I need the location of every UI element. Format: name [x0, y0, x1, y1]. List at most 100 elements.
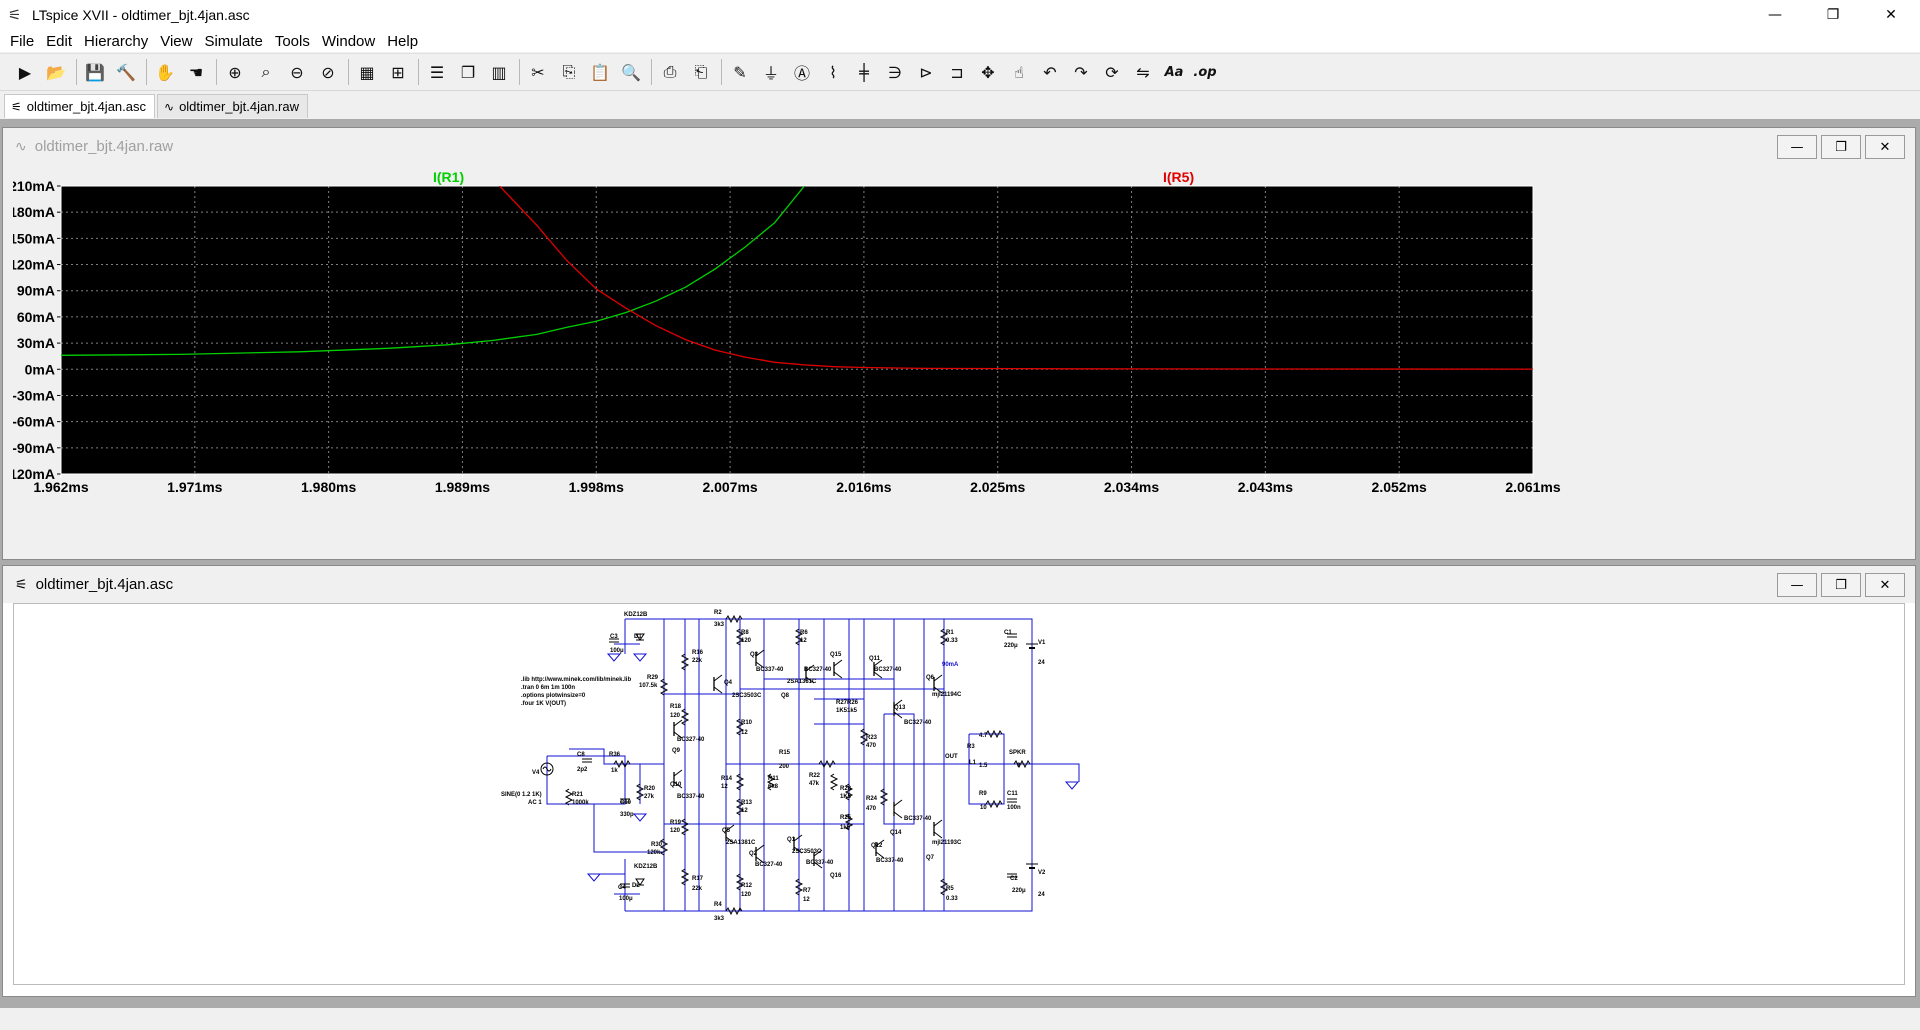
schematic-label[interactable]: R17	[692, 876, 704, 882]
schematic-label[interactable]: Q6	[926, 675, 935, 681]
schematic-label[interactable]: R22	[809, 773, 821, 779]
schematic-label[interactable]: Q10	[670, 782, 682, 788]
schematic-label[interactable]: R15	[779, 750, 791, 756]
schematic-label[interactable]: BC337-40	[904, 816, 932, 822]
schematic-label[interactable]: C10	[620, 800, 632, 806]
spice-directive[interactable]: .options plotwinsize=0	[521, 693, 586, 699]
schematic-label[interactable]: 12	[800, 638, 807, 644]
schematic-label[interactable]: 0.33	[946, 896, 958, 902]
schematic-label[interactable]: KDZ12B	[634, 864, 658, 870]
schematic-label[interactable]: 90mA	[942, 662, 959, 668]
redo-icon[interactable]: ↷	[1074, 62, 1088, 82]
schematic-label[interactable]: 1K5	[840, 794, 852, 800]
capacitor-icon[interactable]: ╪	[859, 62, 869, 82]
schematic-label[interactable]: 120	[670, 713, 681, 719]
schematic-restore-button[interactable]: ❐	[1821, 573, 1861, 597]
copy-icon[interactable]: ⎘	[562, 62, 576, 81]
schematic-label[interactable]: R21	[572, 792, 584, 798]
schematic-label[interactable]: R20	[644, 786, 656, 792]
schematic-label[interactable]: 10	[980, 805, 987, 811]
menu-edit[interactable]: Edit	[46, 32, 73, 50]
schematic-label[interactable]: R29	[647, 675, 659, 681]
schematic-label[interactable]: R2	[714, 610, 722, 616]
schematic-label[interactable]: 1000k	[572, 800, 589, 806]
waveform-close-button[interactable]: ✕	[1865, 135, 1905, 159]
schematic-label[interactable]: Q2	[749, 851, 758, 857]
schematic-label[interactable]: 2SA1381C	[726, 840, 756, 846]
open-icon[interactable]: 📂	[46, 62, 66, 82]
schematic-label[interactable]: 470	[866, 743, 877, 749]
schematic-label[interactable]: R4	[714, 902, 722, 908]
schematic-drawing[interactable]: .lib http://www.minek.com/lib/minek.lib.…	[14, 604, 1904, 984]
schematic-label[interactable]: C2	[1010, 876, 1018, 882]
schematic-label[interactable]: Q16	[830, 873, 842, 879]
save-icon[interactable]: 💾	[85, 62, 105, 82]
schematic-label[interactable]: V1	[1038, 640, 1046, 646]
source-label[interactable]: SINE(0 1.2 1K)	[501, 792, 542, 798]
schematic-label[interactable]: Q14	[890, 830, 902, 836]
spice-directive-icon[interactable]: .op	[1193, 64, 1217, 80]
schematic-label[interactable]: V2	[1038, 870, 1046, 876]
schematic-label[interactable]: Q13	[894, 705, 906, 711]
schematic-label[interactable]: Q3	[750, 652, 759, 658]
menu-help[interactable]: Help	[387, 32, 419, 50]
schematic-label[interactable]: R23	[866, 735, 878, 741]
spice-directive[interactable]: .four 1K V(OUT)	[521, 701, 566, 707]
zoom-out-icon[interactable]: ⊖	[290, 62, 304, 82]
menu-simulate[interactable]: Simulate	[204, 32, 263, 50]
schematic-label[interactable]: R12	[741, 883, 753, 889]
label-icon[interactable]: Ⓐ	[793, 64, 810, 83]
tile-h-icon[interactable]: ☰	[429, 62, 445, 82]
schematic-label[interactable]: BC327-40	[874, 667, 902, 673]
menu-file[interactable]: File	[10, 32, 35, 50]
schematic-label[interactable]: R18	[670, 704, 682, 710]
schematic-label[interactable]: R19	[670, 820, 682, 826]
schematic-label[interactable]: Q8	[781, 693, 790, 699]
schematic-label[interactable]: 24	[1038, 660, 1045, 666]
schematic-label[interactable]: 120k	[647, 850, 661, 856]
waveform-minimize-button[interactable]: —	[1777, 135, 1817, 159]
schematic-label[interactable]: BC337-40	[876, 858, 904, 864]
schematic-label[interactable]: Q12	[871, 843, 883, 849]
schematic-label[interactable]: 470	[866, 806, 877, 812]
menu-hierarchy[interactable]: Hierarchy	[84, 32, 149, 50]
schematic-label[interactable]: R24	[866, 796, 878, 802]
schematic-label[interactable]: R3	[967, 744, 975, 750]
schematic-label[interactable]: mjl21194C	[932, 692, 962, 698]
undo-icon[interactable]: ↶	[1043, 62, 1057, 82]
schematic-label[interactable]: 1k5	[840, 825, 851, 831]
schematic-label[interactable]: BC327-40	[804, 667, 832, 673]
series-line-ir5[interactable]	[499, 186, 1533, 370]
schematic-label[interactable]: C4	[618, 885, 626, 891]
rotate-icon[interactable]: ⟳	[1105, 62, 1119, 82]
schematic-label[interactable]: Q11	[869, 656, 881, 662]
schematic-close-button[interactable]: ✕	[1865, 573, 1905, 597]
schematic-label[interactable]: Q5	[722, 828, 731, 834]
schematic-label[interactable]: 330p	[620, 812, 634, 818]
schematic-label[interactable]: KDZ12B	[624, 612, 648, 618]
schematic-label[interactable]: 120	[741, 892, 752, 898]
control-panel-icon[interactable]: 🔨	[116, 62, 136, 82]
cascade-icon[interactable]: ❐	[460, 62, 476, 82]
run-icon[interactable]: ▶	[18, 62, 32, 82]
inductor-icon[interactable]: ∋	[888, 62, 902, 82]
doc-tab-schematic[interactable]: ⚟oldtimer_bjt.4jan.asc	[4, 94, 155, 118]
schematic-label[interactable]: 220μ	[1012, 888, 1026, 894]
schematic-label[interactable]: R7	[803, 888, 811, 894]
schematic-label[interactable]: BC327-40	[755, 862, 783, 868]
schematic-label[interactable]: 6	[1017, 763, 1021, 769]
schematic-label[interactable]: C11	[1007, 791, 1018, 797]
move-icon[interactable]: ✥	[981, 62, 995, 82]
schematic-label[interactable]: 107.5k	[639, 683, 658, 689]
autoscale-icon[interactable]: ▦	[359, 62, 375, 82]
schematic-label[interactable]: 1K51k5	[836, 708, 858, 714]
schematic-label[interactable]: 100n	[1007, 805, 1021, 811]
zoom-fit-icon[interactable]: ⌕	[261, 62, 271, 81]
schematic-canvas[interactable]: .lib http://www.minek.com/lib/minek.lib.…	[13, 603, 1905, 985]
schematic-label[interactable]: BC327-40	[677, 737, 705, 743]
ground-icon[interactable]: ⏚	[762, 64, 779, 83]
halt-icon[interactable]: ✋	[155, 62, 175, 82]
schematic-label[interactable]: 6k8	[768, 784, 779, 790]
